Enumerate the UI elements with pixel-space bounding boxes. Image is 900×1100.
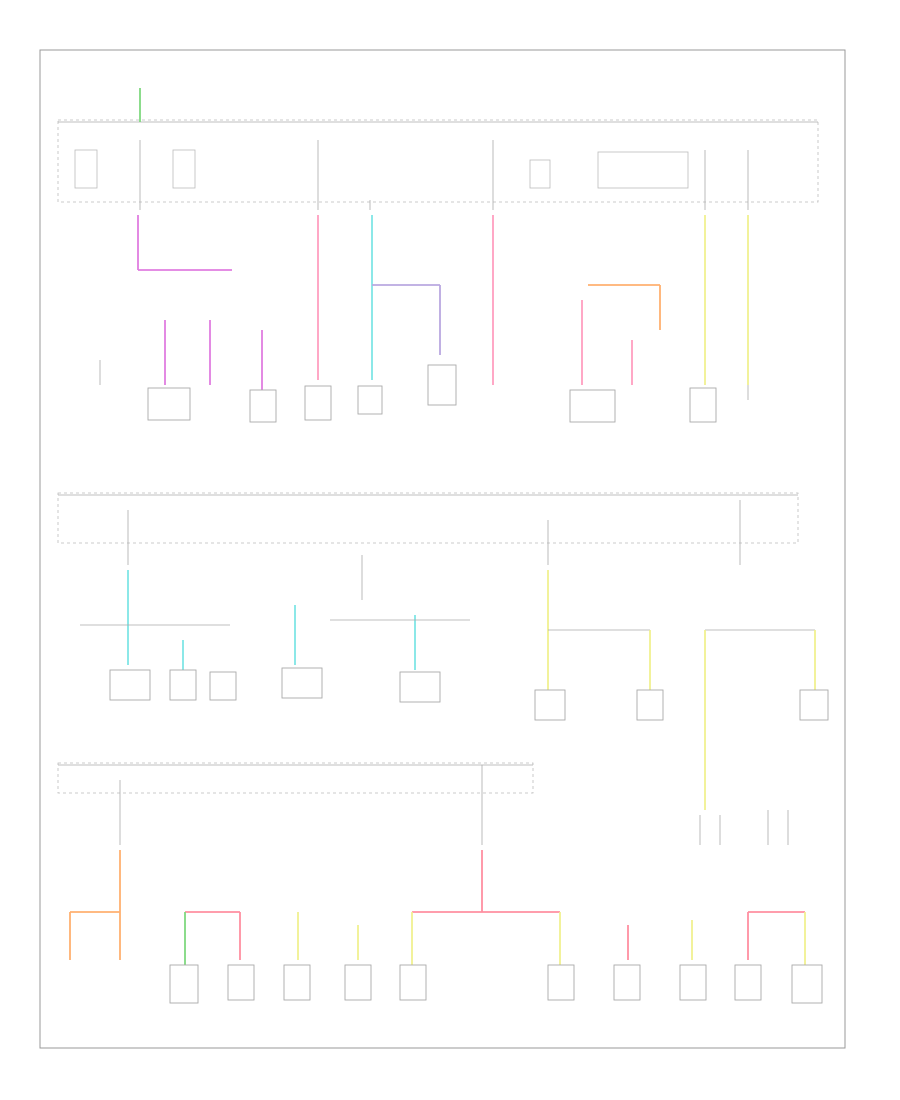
component-3-1 [169,964,199,1004]
component-1-6 [569,389,616,423]
component-1-5 [427,364,457,406]
section-2-circuits [80,570,816,810]
component-1-7 [689,387,717,423]
component-1-2 [249,389,277,423]
section-2-components [109,667,829,721]
section-fuse-panel-bottom [57,762,534,845]
junction-box-top [57,119,819,203]
junction-box-middle [57,492,799,544]
relay-3 [529,159,551,189]
component-1-3 [304,385,332,421]
section-1-circuits [137,215,749,390]
section-fuse-panel-middle [57,492,799,600]
section-fuse-panel-top [57,88,819,210]
relay-1 [74,149,98,189]
section-1-components [99,360,749,423]
diagram-border [39,49,846,1049]
relay-4 [597,151,689,189]
component-1-1 [147,387,191,421]
component-3-10 [791,964,823,1004]
component-1-4 [357,385,383,415]
section-3-circuits [69,850,806,965]
section-3-components [169,810,823,1004]
junction-box-bottom [57,762,534,794]
relay-2 [172,149,196,189]
